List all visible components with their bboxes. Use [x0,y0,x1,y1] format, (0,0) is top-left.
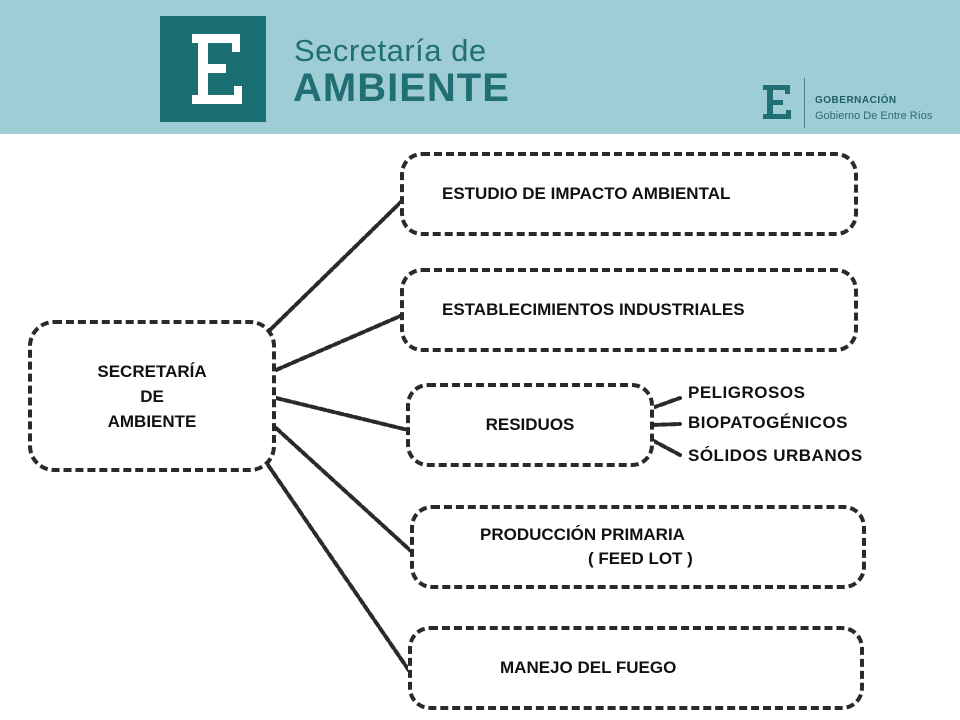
node-estudio-impacto: ESTUDIO DE IMPACTO AMBIENTAL [400,152,858,236]
e-logo-icon [192,34,242,104]
node-label: MANEJO DEL FUEGO [500,658,677,677]
gov-divider [804,78,805,128]
root-line2: DE [140,386,164,406]
node-manejo-fuego: MANEJO DEL FUEGO [408,626,864,710]
node-secretaria: SECRETARÍA DE AMBIENTE [28,320,276,472]
node-label: PRODUCCIÓN PRIMARIA [480,525,685,544]
secretaria-logo [160,16,266,122]
node-establecimientos: ESTABLECIMIENTOS INDUSTRIALES [400,268,858,352]
brand-title-line2: AMBIENTE [293,66,510,110]
node-label: ESTABLECIMIENTOS INDUSTRIALES [442,300,745,319]
node-label: RESIDUOS [485,415,575,434]
connector-fuego [266,463,412,674]
connector-residuos [274,396,410,432]
gobernacion-logo-icon [763,85,791,119]
gov-subtitle: Gobierno De Entre Ríos [815,110,933,122]
connector-eia [268,196,407,332]
residuos-peligrosos: PELIGROSOS [688,383,806,402]
connector-industriales [274,312,407,372]
header-banner: Secretaría de AMBIENTE GOBERNACIÓN Gobie… [0,0,960,134]
node-residuos: RESIDUOS [406,383,654,467]
connector-produccion [274,426,414,554]
connector-biopatogenicos [650,422,682,427]
node-label: ESTUDIO DE IMPACTO AMBIENTAL [442,184,731,203]
residuos-solidos-urbanos: SÓLIDOS URBANOS [688,446,863,465]
connector-peligrosos [650,396,682,410]
connector-solidos [650,438,682,457]
gov-title: GOBERNACIÓN [815,95,897,106]
brand-title-line1: Secretaría de [294,33,487,68]
root-line3: AMBIENTE [107,411,197,431]
node-label-2: ( FEED LOT ) [588,549,693,568]
root-line1: SECRETARÍA [97,361,207,381]
node-produccion-primaria: PRODUCCIÓN PRIMARIA ( FEED LOT ) [410,505,866,589]
residuos-biopatogenicos: BIOPATOGÉNICOS [688,413,849,432]
